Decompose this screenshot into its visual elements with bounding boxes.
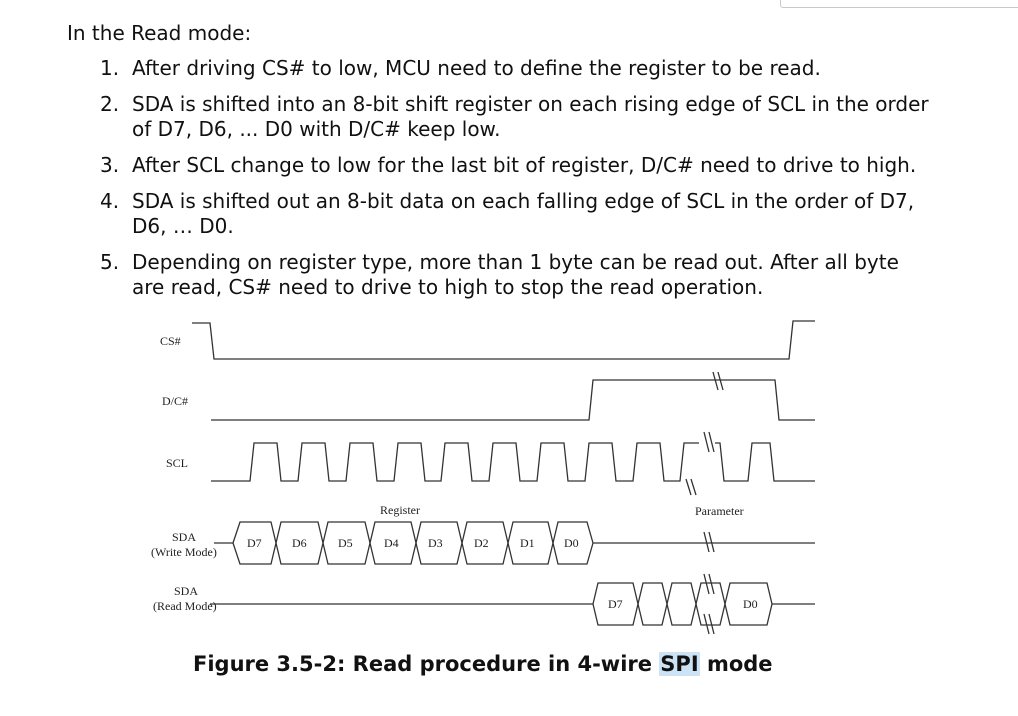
intro-heading: In the Read mode:	[67, 21, 252, 45]
read-mode-steps: 1. After driving CS# to low, MCU need to…	[100, 56, 1000, 300]
step-3: 3. After SCL change to low for the last …	[100, 153, 1000, 178]
window-frame-edge	[780, 0, 1018, 8]
step-5: 5. Depending on register type, more than…	[100, 250, 1000, 300]
step-2: 2. SDA is shifted into an 8-bit shift re…	[100, 92, 1000, 142]
step-text-line: SDA is shifted out an 8-bit data on each…	[132, 189, 915, 213]
break-mark	[712, 371, 724, 391]
write-bit-d3: D3	[428, 536, 443, 550]
break-mark	[703, 431, 715, 453]
step-number: 5.	[100, 250, 120, 274]
step-1: 1. After driving CS# to low, MCU need to…	[100, 56, 1000, 81]
label-scl: SCL	[166, 456, 188, 470]
step-number: 1.	[100, 56, 120, 80]
step-text-line: D6, … D0.	[132, 214, 234, 238]
label-dc: D/C#	[162, 394, 188, 408]
break-mark	[703, 613, 715, 635]
spi-read-timing-diagram: CS# D/C# SCL SDA (Write Mode) SDA (Read …	[151, 320, 815, 635]
write-bit-d5: D5	[338, 536, 353, 550]
label-cs: CS#	[160, 334, 181, 348]
read-bit-d0: D0	[743, 597, 758, 611]
break-mark	[685, 478, 697, 496]
label-sda-read: SDA	[174, 584, 198, 598]
write-bit-d6: D6	[292, 536, 307, 550]
caption-text: Figure 3.5-2: Read procedure in 4-wire	[193, 652, 660, 676]
step-number: 3.	[100, 153, 120, 177]
step-text-line: of D7, D6, ... D0 with D/C# keep low.	[132, 117, 501, 141]
step-text-line: are read, CS# need to drive to high to s…	[132, 275, 764, 299]
sda-write-bus	[232, 521, 594, 565]
write-bit-d7: D7	[247, 536, 262, 550]
write-bit-d0: D0	[564, 536, 579, 550]
label-parameter: Parameter	[695, 504, 744, 518]
read-bit-d7: D7	[608, 597, 623, 611]
write-bit-d2: D2	[474, 536, 489, 550]
caption-highlight: SPI	[659, 652, 700, 676]
scl-waveform	[211, 442, 815, 482]
caption-suffix: mode	[699, 652, 773, 676]
step-number: 4.	[100, 189, 120, 213]
step-4: 4. SDA is shifted out an 8-bit data on e…	[100, 189, 1000, 239]
figure-caption: Figure 3.5-2: Read procedure in 4-wire S…	[193, 650, 773, 678]
step-text-line: SDA is shifted into an 8-bit shift regis…	[132, 92, 929, 116]
cs-waveform	[192, 320, 815, 360]
step-text-line: Depending on register type, more than 1 …	[132, 250, 899, 274]
label-sda-write-mode: (Write Mode)	[151, 545, 217, 559]
write-bit-d1: D1	[520, 536, 535, 550]
label-sda-write: SDA	[172, 530, 196, 544]
label-sda-read-mode: (Read Mode)	[153, 599, 217, 613]
break-mark	[703, 573, 715, 595]
write-bit-d4: D4	[384, 536, 399, 550]
step-text-line: After driving CS# to low, MCU need to de…	[132, 56, 821, 80]
label-register: Register	[380, 503, 420, 517]
break-mark	[703, 531, 715, 553]
step-text-line: After SCL change to low for the last bit…	[132, 153, 917, 177]
step-number: 2.	[100, 92, 120, 116]
sda-read-bus	[592, 582, 773, 626]
dc-waveform	[211, 379, 815, 421]
